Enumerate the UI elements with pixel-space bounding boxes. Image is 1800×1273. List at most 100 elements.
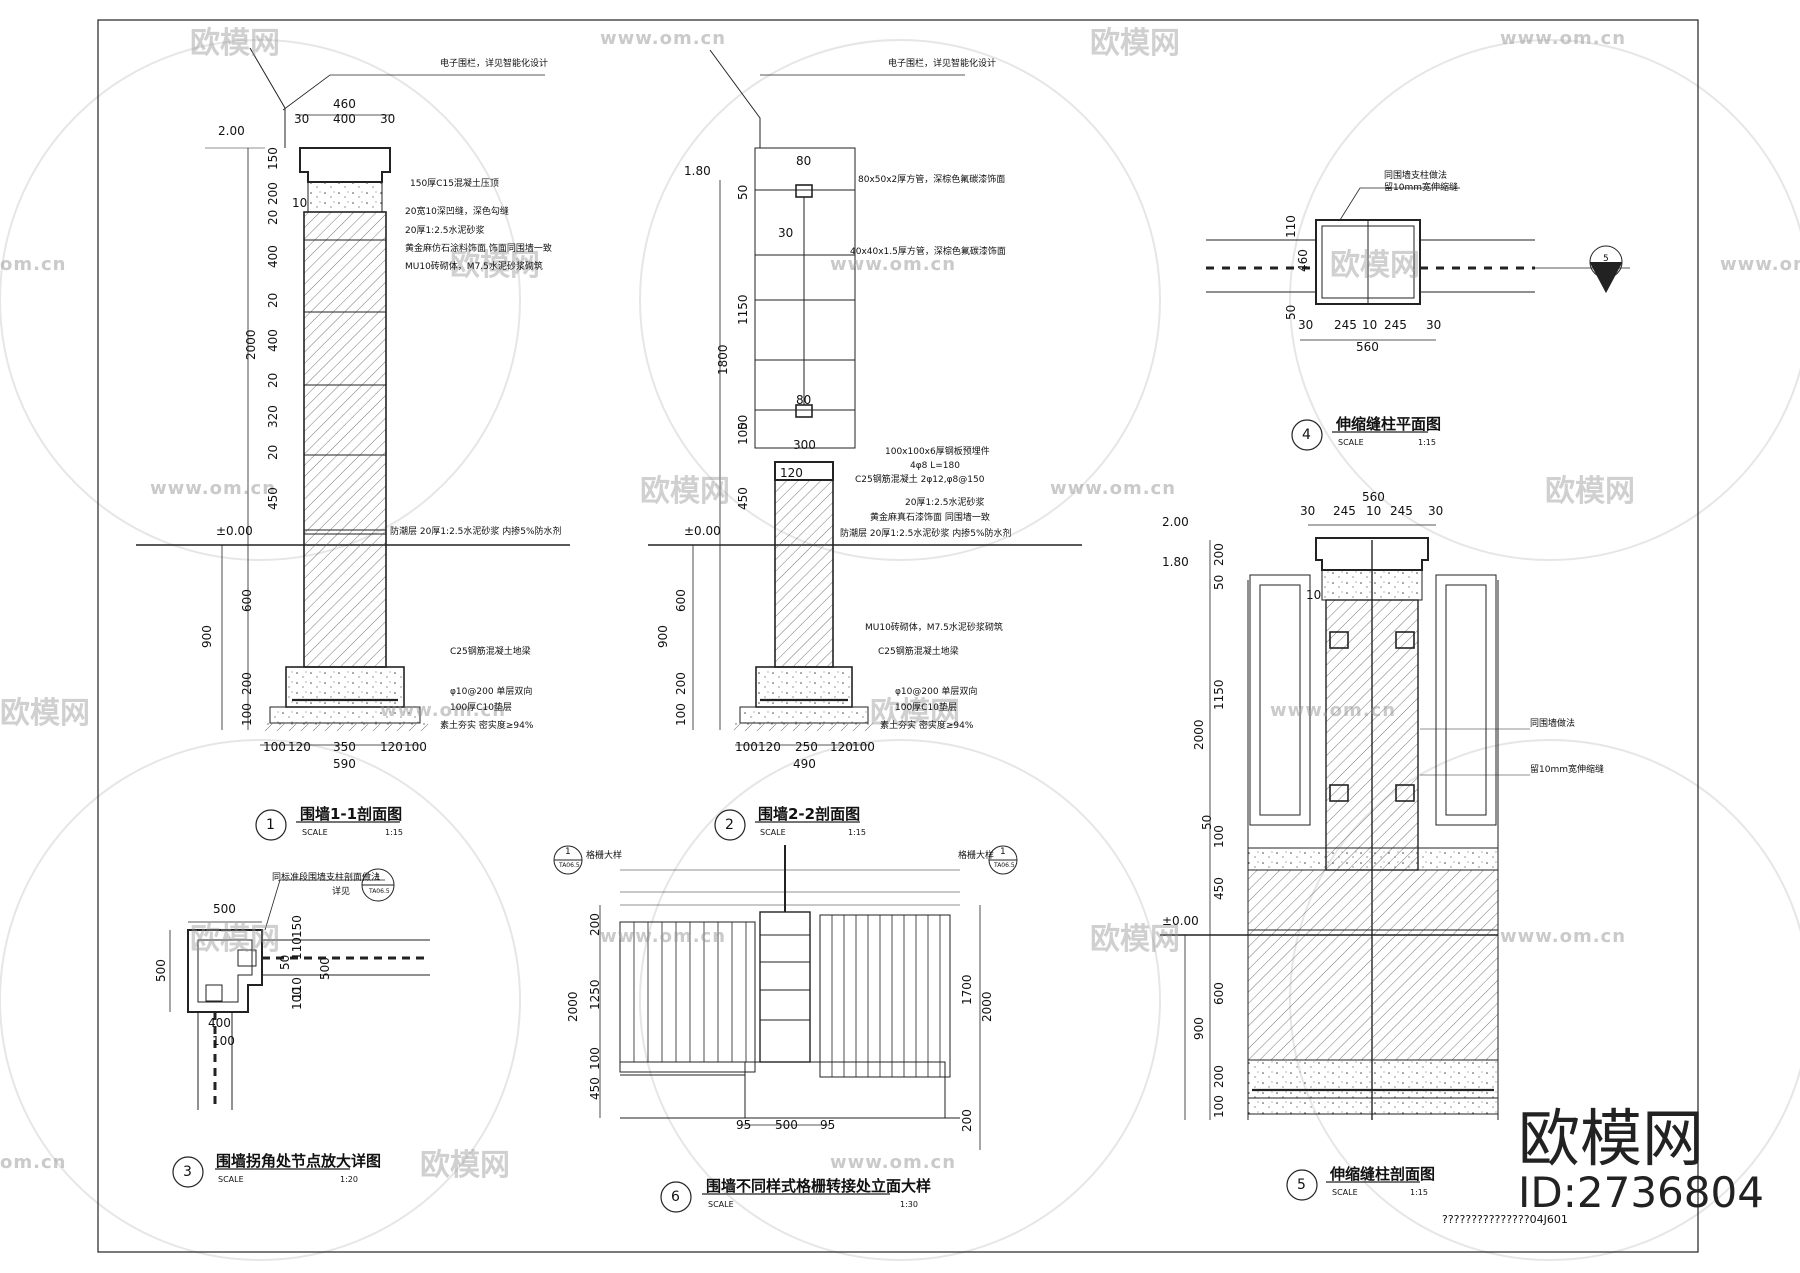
note: 格栅大样 bbox=[958, 851, 995, 861]
watermark-brand: 欧模网 bbox=[870, 696, 960, 731]
dim-label: 20 bbox=[266, 444, 280, 460]
dim-label: 120 bbox=[780, 466, 803, 480]
note: φ10@200 单层双向 bbox=[895, 687, 978, 697]
dim-label: 50 bbox=[278, 954, 292, 970]
dim-label: 245 bbox=[1390, 504, 1413, 518]
dim-label: 500 bbox=[213, 902, 236, 916]
dim-label: 2000 bbox=[244, 329, 258, 360]
ref-tag: TA06.5 bbox=[369, 888, 390, 895]
dim-label: 900 bbox=[200, 625, 214, 648]
note: 20厚1:2.5水泥砂浆 bbox=[405, 226, 485, 236]
note: 素土夯实 密实度≥94% bbox=[880, 721, 974, 731]
dim-label: 560 bbox=[1362, 490, 1385, 504]
watermark-url: www.om.cn bbox=[1500, 926, 1627, 947]
section-3-drawing bbox=[169, 868, 430, 1110]
watermark-brand: 欧模网 bbox=[1090, 26, 1180, 61]
scale-label: SCALE bbox=[218, 1175, 244, 1184]
dim-label: 100 bbox=[674, 703, 688, 726]
dim-label: 100 bbox=[212, 1034, 235, 1048]
dim-label: 450 bbox=[588, 1077, 602, 1100]
note: 同围墙做法 bbox=[1530, 719, 1576, 729]
section-number: 4 bbox=[1302, 427, 1311, 443]
watermark-brand: 欧模网 bbox=[640, 474, 730, 509]
dim-label: 100 bbox=[404, 740, 427, 754]
sheet-border bbox=[97, 19, 1699, 1253]
watermark-url: www.om.cn bbox=[830, 254, 957, 275]
dim-label: 400 bbox=[208, 1016, 231, 1030]
note: 格栅大样 bbox=[586, 851, 623, 861]
scale-label: SCALE bbox=[708, 1200, 734, 1209]
scale-value: 1:20 bbox=[340, 1175, 358, 1184]
dim-label: 10 bbox=[292, 196, 308, 210]
dim-label: 100 bbox=[735, 740, 758, 754]
drawing-code: ???????????????04J601 bbox=[1442, 1213, 1568, 1226]
level-marker: ±0.00 bbox=[1162, 914, 1199, 928]
ref-tag: TA06.5 bbox=[994, 862, 1015, 869]
section-number: 5 bbox=[1297, 1177, 1306, 1193]
watermark-url: www.om.cn bbox=[600, 926, 727, 947]
note: C25钢筋混凝土地梁 bbox=[878, 647, 959, 657]
dim-label: 200 bbox=[1212, 1065, 1226, 1088]
note: 20宽10深凹缝，深色勾缝 bbox=[405, 207, 509, 217]
dim-label: 500 bbox=[154, 959, 168, 982]
dim-label: 50 bbox=[1212, 574, 1226, 590]
dim-label: 245 bbox=[1384, 318, 1407, 332]
watermark-url: www.om.cn bbox=[1500, 28, 1627, 49]
dim-label: 350 bbox=[333, 740, 356, 754]
dim-label: 450 bbox=[266, 487, 280, 510]
section-number: 2 bbox=[725, 817, 734, 833]
dim-label: 600 bbox=[240, 589, 254, 612]
watermark-brand: 欧模网 bbox=[420, 1148, 510, 1183]
dim-label: 20 bbox=[266, 292, 280, 308]
level-marker: ±0.00 bbox=[684, 524, 721, 538]
section-title: 围墙1-1剖面图 bbox=[300, 805, 403, 823]
dim-label: 450 bbox=[1212, 877, 1226, 900]
note: 100厚C10垫层 bbox=[895, 703, 957, 713]
dim-label: 10 bbox=[1306, 588, 1322, 602]
ref-tag: 1 bbox=[375, 873, 381, 883]
dim-label: 245 bbox=[1333, 504, 1356, 518]
note: C25钢筋混凝土 2φ12,φ8@150 bbox=[855, 475, 985, 485]
section-4-drawing bbox=[1206, 187, 1630, 341]
dim-label: 500 bbox=[775, 1118, 798, 1132]
section-title: 围墙拐角处节点放大详图 bbox=[216, 1152, 382, 1170]
dim-label: 1700 bbox=[960, 974, 974, 1005]
dim-label: 10 bbox=[1362, 318, 1378, 332]
dim-label: 120 bbox=[380, 740, 403, 754]
note: 防潮层 20厚1:2.5水泥砂浆 内掺5%防水剂 bbox=[840, 529, 1012, 539]
dim-label: 600 bbox=[1212, 982, 1226, 1005]
watermark-url: www.om.cn bbox=[380, 700, 507, 721]
ref-tag: TA06.5 bbox=[559, 862, 580, 869]
watermark-brand: 欧模网 bbox=[1545, 474, 1635, 509]
dim-label: 400 bbox=[266, 245, 280, 268]
watermark-url: www.om.cn bbox=[1720, 254, 1800, 275]
dim-label: 80 bbox=[796, 154, 812, 168]
note: 80x50x2厚方管，深棕色氟碳漆饰面 bbox=[858, 175, 1006, 185]
note: 素土夯实 密实度≥94% bbox=[440, 721, 534, 731]
note: 黄金麻仿石涂料饰面 饰面同围墙一致 bbox=[405, 244, 552, 254]
dim-label: 2000 bbox=[566, 991, 580, 1022]
dim-label: 560 bbox=[1356, 340, 1379, 354]
note: 电子围栏，详见智能化设计 bbox=[440, 59, 549, 69]
section-number: 6 bbox=[671, 1189, 680, 1205]
dim-label: 400 bbox=[266, 329, 280, 352]
dim-label: 100 bbox=[1212, 1095, 1226, 1118]
watermark-arcs bbox=[0, 39, 1800, 1261]
dim-label: 30 bbox=[1426, 318, 1442, 332]
note: 黄金麻真石漆饰面 同围墙一致 bbox=[870, 513, 990, 523]
dim-label: 30 bbox=[778, 226, 794, 240]
note: MU10砖砌体，M7.5水泥砂浆砌筑 bbox=[865, 623, 1003, 633]
watermark-brand: 欧模网 bbox=[1330, 248, 1420, 283]
dim-label: 450 bbox=[736, 487, 750, 510]
dim-label: 30 bbox=[380, 112, 396, 126]
dim-label: 110 bbox=[290, 937, 304, 960]
note: 防潮层 20厚1:2.5水泥砂浆 内掺5%防水剂 bbox=[390, 527, 562, 537]
dim-label: 95 bbox=[820, 1118, 836, 1132]
dim-label: 600 bbox=[674, 589, 688, 612]
dim-label: 200 bbox=[674, 672, 688, 695]
dim-label: 10 bbox=[1366, 504, 1382, 518]
dim-label: 2000 bbox=[980, 991, 994, 1022]
note: 详见 bbox=[332, 887, 351, 897]
watermark-brand: 欧模网 bbox=[0, 696, 90, 731]
